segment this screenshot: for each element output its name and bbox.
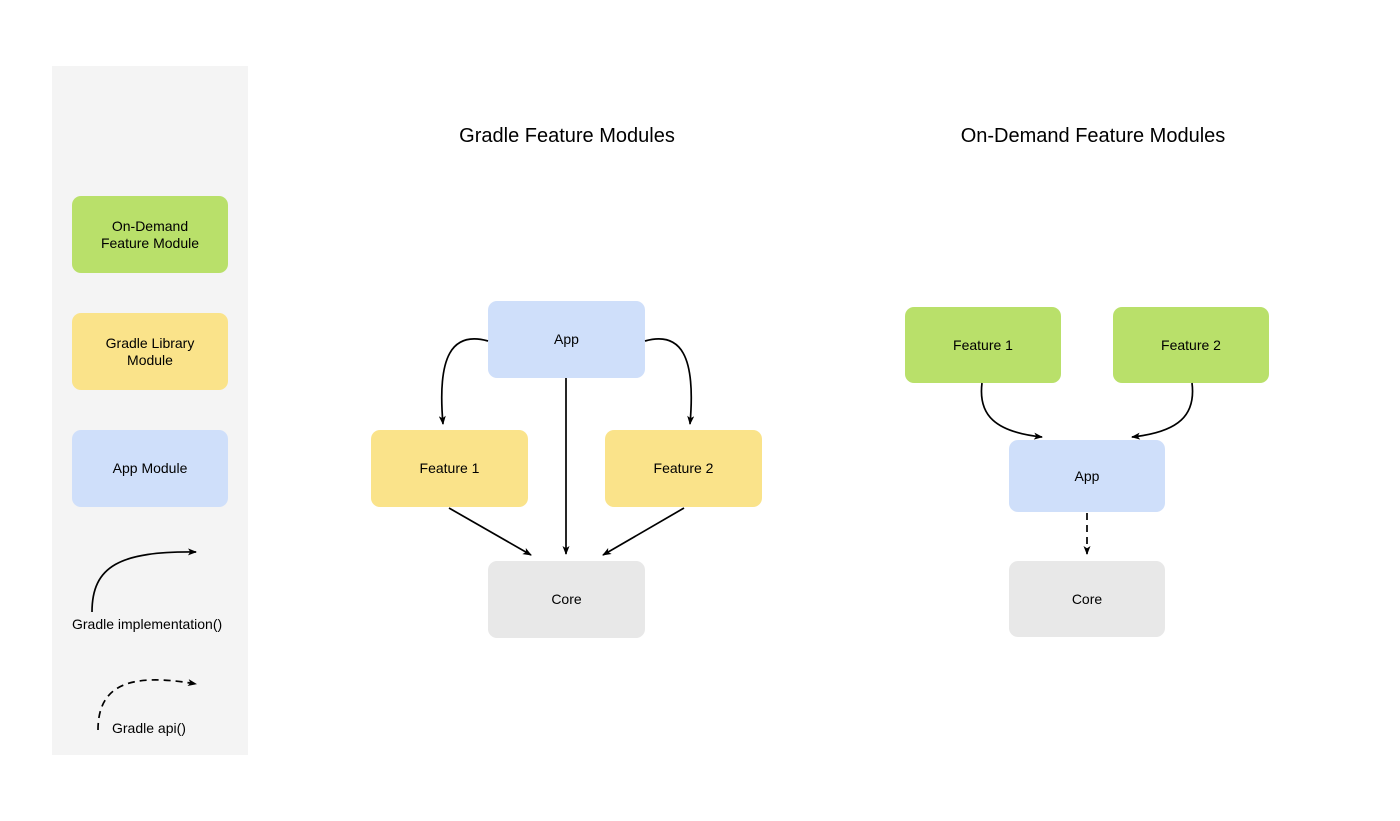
legend-swatch-label: On-Demand Feature Module (95, 218, 205, 252)
node-ondemand-core: Core (1009, 561, 1165, 637)
node-gradle-feature-2: Feature 2 (605, 430, 762, 507)
legend-label-line1: On-Demand (111, 217, 189, 234)
edge-gradle-app-to-feature-1 (438, 338, 489, 425)
node-label: Feature 1 (419, 460, 480, 476)
node-gradle-app: App (488, 301, 645, 378)
legend-label-line2: Feature Module (100, 234, 200, 251)
node-ondemand-feature-1: Feature 1 (905, 307, 1061, 383)
diagram-title-gradle-feature-modules: Gradle Feature Modules (459, 125, 675, 147)
node-label: App (1074, 467, 1100, 484)
legend-label-line2: Module (127, 351, 173, 368)
edge-ondemand-feature-1-to-app (980, 382, 1043, 440)
legend-arrow-dashed (97, 679, 197, 731)
legend-swatch-gradle-library-module: Gradle Library Module (72, 313, 228, 390)
edge-gradle-feature-1-to-core (448, 507, 532, 556)
node-label: Feature 2 (1161, 336, 1221, 353)
legend-swatch-label: Gradle Library Module (100, 335, 201, 369)
node-ondemand-app: App (1009, 440, 1165, 512)
legend-label-line1: Gradle Library (105, 334, 195, 351)
legend-edge-label-implementation: Gradle implementation() (72, 616, 223, 632)
node-label: Feature 1 (953, 336, 1013, 353)
legend-arrow-solid (91, 548, 197, 613)
node-label: App (554, 331, 579, 347)
node-label: Core (551, 591, 582, 607)
node-label: Core (1071, 590, 1103, 607)
legend-edge-label-api: Gradle api() (112, 720, 186, 736)
edge-gradle-feature-2-to-core (602, 507, 685, 556)
legend-swatch-app-module: App Module (72, 430, 228, 507)
node-gradle-feature-1: Feature 1 (371, 430, 528, 507)
legend-swatch-label: App Module (112, 460, 188, 476)
diagram-title-on-demand-feature-modules: On-Demand Feature Modules (960, 125, 1226, 147)
edge-ondemand-feature-2-to-app (1131, 382, 1194, 440)
legend-swatch-on-demand-feature-module: On-Demand Feature Module (72, 196, 228, 273)
node-ondemand-feature-2: Feature 2 (1113, 307, 1269, 383)
node-label: Feature 2 (653, 460, 714, 476)
legend-panel (52, 66, 248, 755)
node-gradle-core: Core (488, 561, 645, 638)
edge-gradle-app-to-feature-2 (644, 338, 695, 425)
